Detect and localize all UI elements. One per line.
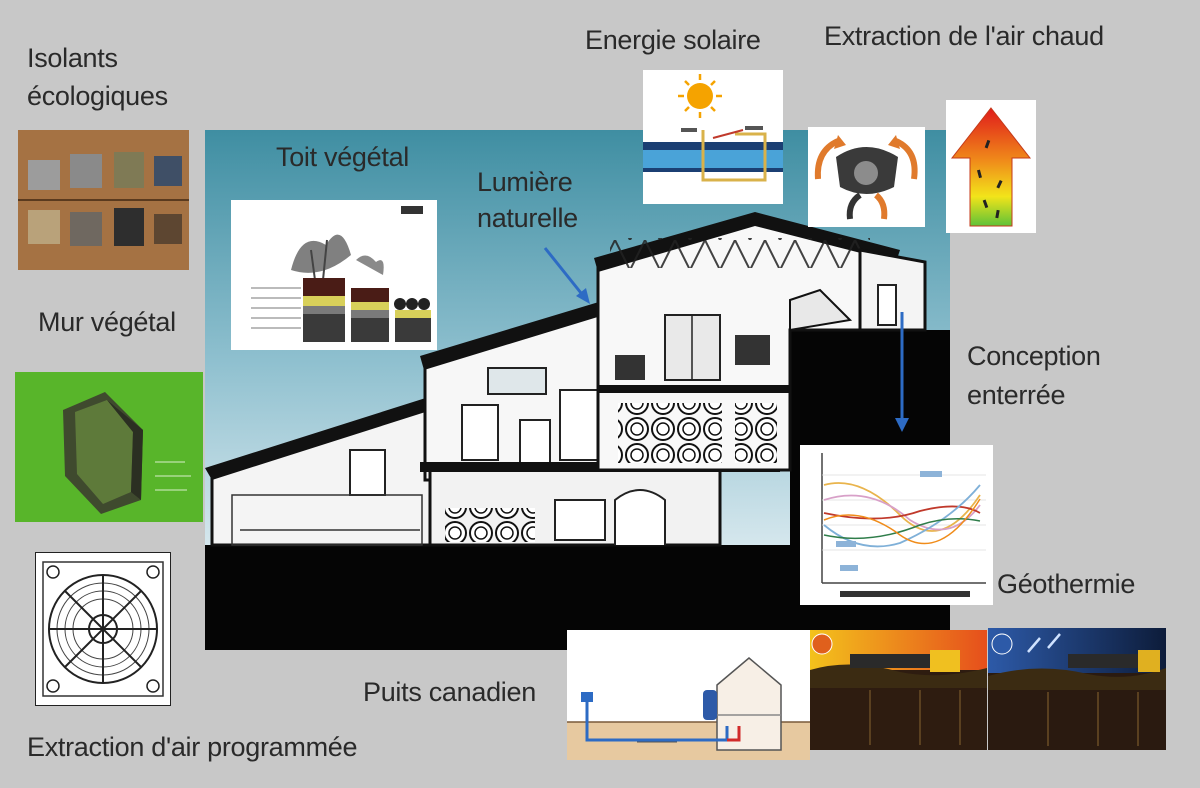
label-geothermie: Géothermie xyxy=(997,569,1136,599)
label-conception-line2: enterrée xyxy=(967,380,1066,410)
label-toit-vegetal: Toit végétal xyxy=(276,142,409,172)
ground-mass xyxy=(205,330,950,650)
label-extraction-chaud: Extraction de l'air chaud xyxy=(824,21,1104,51)
hot-air-fan-diagram xyxy=(808,127,925,227)
label-energie-solaire: Energie solaire xyxy=(585,25,761,55)
canadian-well-house-diagram xyxy=(567,630,810,760)
label-puits-canadien: Puits canadien xyxy=(363,677,536,707)
green-wall-image xyxy=(15,372,203,522)
solar-energy-diagram xyxy=(643,70,783,204)
light-arrow xyxy=(543,247,590,304)
hot-air-rising-arrow xyxy=(946,100,1036,233)
label-isolants-line2: écologiques xyxy=(27,81,168,111)
green-roof-diagram xyxy=(231,200,437,350)
label-mur-vegetal: Mur végétal xyxy=(38,307,176,337)
sun-icon xyxy=(678,74,722,118)
ground-temperature-chart xyxy=(800,445,993,605)
label-lumiere-line1: Lumière xyxy=(477,167,573,197)
label-isolants-line1: Isolants xyxy=(27,43,118,73)
geothermal-summer-panel xyxy=(810,630,987,750)
geothermal-winter-panel xyxy=(988,628,1166,750)
label-extraction-programmee: Extraction d'air programmée xyxy=(27,732,358,762)
ground-arrow xyxy=(895,312,909,432)
ventilation-fan-diagram xyxy=(35,552,171,706)
insulation-samples-photo xyxy=(18,130,189,270)
label-conception-line1: Conception xyxy=(967,341,1101,371)
label-lumiere-line2: naturelle xyxy=(477,203,578,233)
